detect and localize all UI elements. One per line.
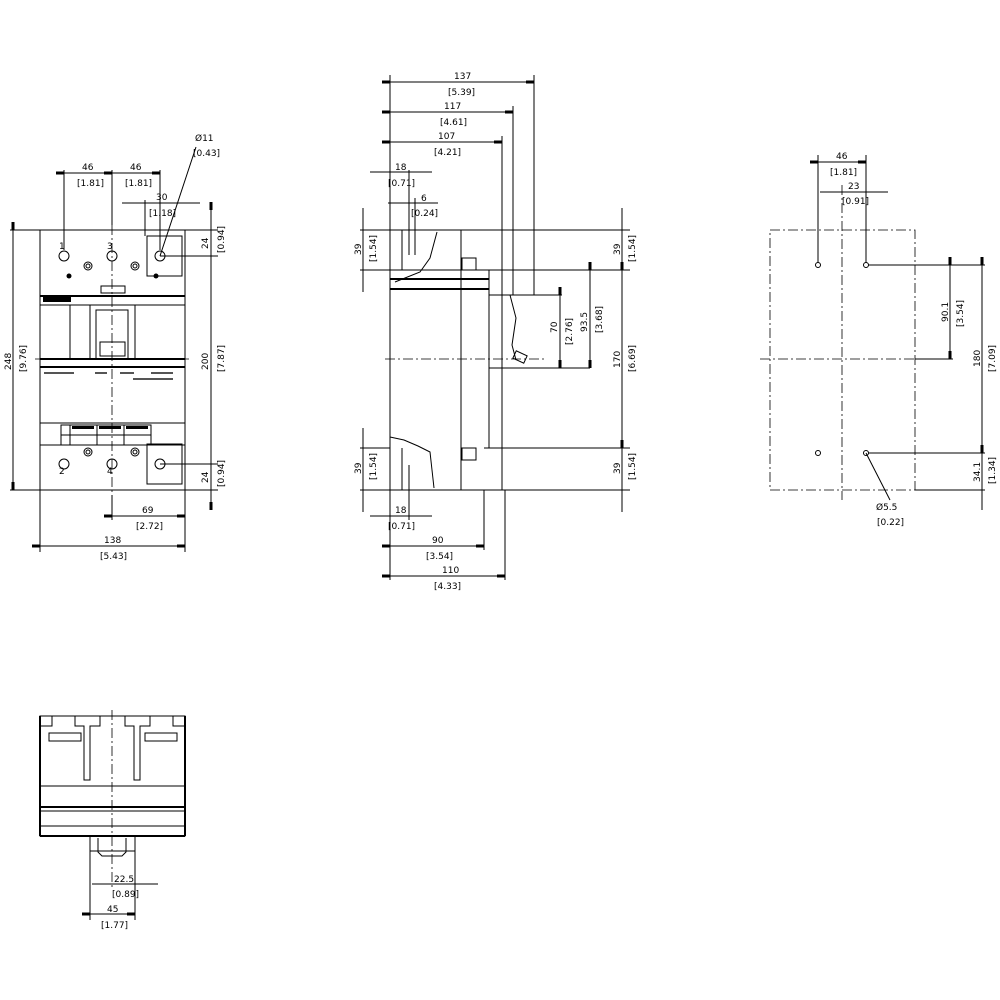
dim-depth-110: 110 <box>442 566 459 576</box>
dim-handle-70: 70 <box>550 321 560 333</box>
dim-half-width-in: [2.72] <box>136 522 163 532</box>
dim-overall-width: 138 <box>104 536 121 546</box>
dim-bottom-terminal-height-in: [0.94] <box>217 460 227 487</box>
bottom-outline <box>39 715 186 837</box>
dim-top-terminal-height: 24 <box>201 237 211 249</box>
dim-hole-spacing: 46 <box>836 152 848 162</box>
dim-depth-handle: 117 <box>444 102 461 112</box>
dim-bottom-offset-18: 18 <box>395 506 407 516</box>
dim-bottom-half-width: 22.5 <box>114 875 134 885</box>
terminal-hole-1 <box>58 250 70 262</box>
dim-body-170: 170 <box>613 351 623 368</box>
front-view: 1 3 2 4 46 [1.81] 46 [1.81] 30 [1.18] Ø1… <box>4 133 227 562</box>
dim-upper-to-center-in: [3.54] <box>956 300 966 327</box>
dim-hole-vertical-in: [7.09] <box>988 345 998 372</box>
base-extension <box>89 835 136 852</box>
dim-bottom-width-in: [1.77] <box>101 921 128 931</box>
dim-overall-height: 248 <box>4 353 14 370</box>
dim-top-terminal-left-in: [1.54] <box>369 235 379 262</box>
dim-half-spacing: 23 <box>848 182 859 192</box>
pole-label-4: 4 <box>107 467 113 477</box>
operating-handle <box>99 341 126 357</box>
bottom-view: 22.5 [0.89] 45 [1.77] <box>39 710 186 931</box>
dim-bottom-terminal-left-in: [1.54] <box>369 453 379 480</box>
dim-top-offset-18-in: [0.71] <box>388 179 415 189</box>
mount-hole <box>815 262 821 268</box>
handle-profile <box>509 294 517 361</box>
dim-handle-93-5: 93.5 <box>580 312 590 332</box>
dim-depth-cover-in: [4.21] <box>434 148 461 158</box>
dim-bottom-terminal-right: 39 <box>613 462 623 474</box>
top-terminal-breakline <box>394 231 438 283</box>
dim-body-170-in: [6.69] <box>628 345 638 372</box>
dim-top-terminal-right: 39 <box>613 243 623 255</box>
dim-depth-cover: 107 <box>438 132 455 142</box>
slot-left <box>48 732 82 742</box>
handle-tip <box>512 350 528 364</box>
dim-handle-70-in: [2.76] <box>565 318 575 345</box>
dim-depth-overall-in: [5.39] <box>448 88 475 98</box>
template-outline <box>769 229 916 491</box>
dim-bottom-offset-18-in: [0.71] <box>388 522 415 532</box>
dim-body-height: 200 <box>201 353 211 370</box>
dim-lower-to-edge: 34.1 <box>973 462 983 482</box>
dim-overall-height-in: [9.76] <box>19 345 29 372</box>
dim-pitch-1: 46 <box>82 163 94 173</box>
dim-half-width: 69 <box>142 506 154 516</box>
dim-depth-90: 90 <box>432 536 444 546</box>
dim-hole-spacing-in: [1.81] <box>830 168 857 178</box>
dim-bottom-width: 45 <box>107 905 118 915</box>
slot-right <box>144 732 178 742</box>
dim-mount-hole-diameter-in: [0.22] <box>877 518 904 528</box>
drilling-template: 46 [1.81] 23 [0.91] 90.1 [3.54] 180 [7.0… <box>760 152 998 528</box>
dim-bottom-terminal-height: 24 <box>201 471 211 483</box>
mount-hole <box>815 450 821 456</box>
dim-top-terminal-left: 39 <box>354 243 364 255</box>
dim-upper-to-center: 90.1 <box>941 302 951 322</box>
dim-hole-diameter-in: [0.43] <box>193 149 220 159</box>
dim-bottom-terminal-left: 39 <box>354 462 364 474</box>
dim-mount-hole-diameter: Ø5.5 <box>876 502 897 513</box>
dim-top-offset-6-in: [0.24] <box>411 209 438 219</box>
pole-label-1: 1 <box>59 242 65 252</box>
dim-top-terminal-height-in: [0.94] <box>217 226 227 253</box>
dim-half-spacing-in: [0.91] <box>842 197 869 207</box>
mount-hole <box>863 262 869 268</box>
brand-label <box>43 296 71 302</box>
dim-hole-vertical: 180 <box>973 350 983 367</box>
side-view: 137 [5.39] 117 [4.61] 107 [4.21] 18 [0.7… <box>354 72 638 592</box>
dim-depth-handle-in: [4.61] <box>440 118 467 128</box>
dim-pitch-2: 46 <box>130 163 142 173</box>
dim-top-terminal-right-in: [1.54] <box>628 235 638 262</box>
bottom-terminal-breakline <box>389 436 435 489</box>
dim-body-height-in: [7.87] <box>217 345 227 372</box>
terminal-hole-2 <box>58 458 70 470</box>
dim-top-offset-18: 18 <box>395 163 407 173</box>
dim-top-offset-6: 6 <box>421 194 427 204</box>
dim-depth-110-in: [4.33] <box>434 582 461 592</box>
dim-depth-overall: 137 <box>454 72 471 82</box>
dim-pitch-2-in: [1.81] <box>125 179 152 189</box>
dim-hole-diameter: Ø11 <box>195 133 214 144</box>
pole-label-2: 2 <box>59 467 65 477</box>
dim-pitch-1-in: [1.81] <box>77 179 104 189</box>
dim-overall-width-in: [5.43] <box>100 552 127 562</box>
dim-terminal-width-in: [1.18] <box>149 209 176 219</box>
dim-lower-to-edge-in: [1.34] <box>988 457 998 484</box>
dim-handle-93-5-in: [3.68] <box>595 306 605 333</box>
dim-bottom-half-width-in: [0.89] <box>112 890 139 900</box>
dim-depth-90-in: [3.54] <box>426 552 453 562</box>
dim-terminal-width: 30 <box>156 193 168 203</box>
dim-bottom-terminal-right-in: [1.54] <box>628 453 638 480</box>
pole-label-3: 3 <box>107 242 113 252</box>
